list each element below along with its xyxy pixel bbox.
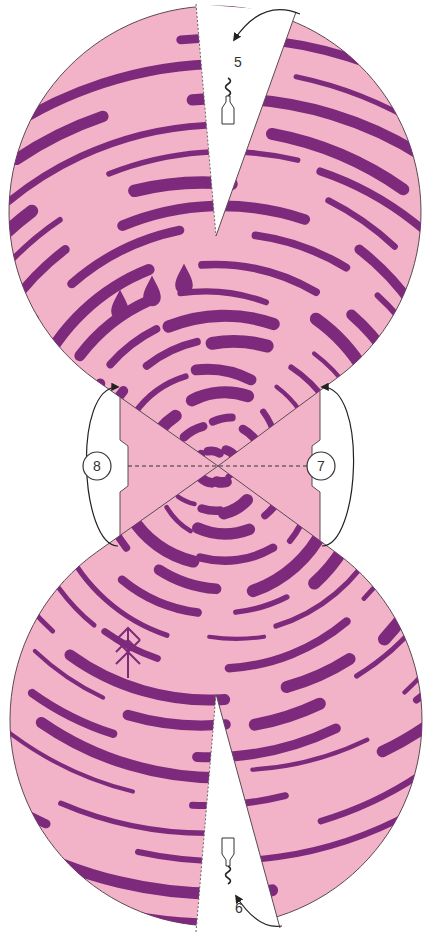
fold-line: [128, 466, 312, 467]
wedge-arrow: [236, 896, 282, 926]
wedge-arrow: [234, 10, 300, 40]
callout-number: 5: [234, 55, 242, 69]
callout-number: 6: [235, 901, 243, 915]
callout-circle: [307, 452, 335, 480]
cut-wedge: [196, 4, 296, 236]
fold-line: [196, 694, 216, 932]
drops-icon: [111, 290, 129, 321]
callout-number: 7: [317, 459, 325, 473]
callout-circle: [83, 452, 111, 480]
glue-symbol: [222, 78, 234, 124]
cut-line: [216, 12, 296, 236]
fold-line: [196, 4, 216, 236]
callout-number: 8: [93, 459, 101, 473]
tree-icon: [116, 628, 140, 678]
cut-line: [216, 694, 280, 928]
drops-icon: [175, 264, 193, 295]
drops-icon: [143, 276, 161, 307]
glue-symbol: [222, 838, 234, 884]
cut-wedge: [196, 694, 280, 932]
